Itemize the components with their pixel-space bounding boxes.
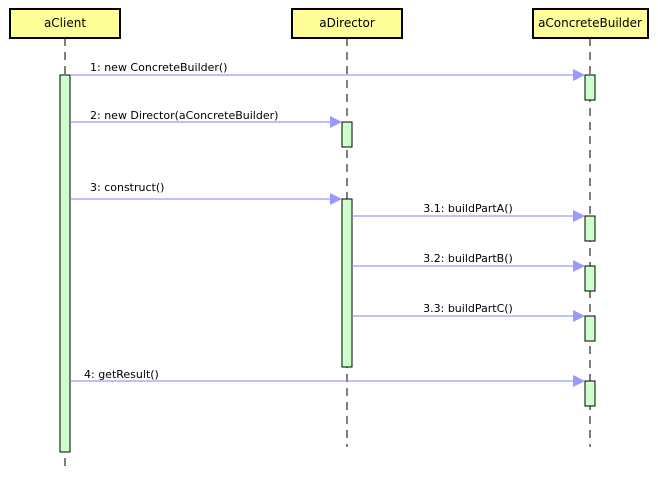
message-1: 1: new ConcreteBuilder() (70, 61, 585, 81)
message-3: 3: construct() (70, 181, 342, 205)
activation-builder-4 (584, 315, 596, 342)
arrowhead-4 (573, 375, 585, 387)
arrowhead-1 (573, 69, 585, 81)
arrowhead-3-1 (573, 210, 585, 222)
message-1-label: 1: new ConcreteBuilder() (90, 61, 227, 74)
arrowhead-3-3 (573, 310, 585, 322)
participant-client-label: aClient (44, 16, 86, 30)
arrowhead-3-2 (573, 260, 585, 272)
message-3-3-label: 3.3: buildPartC() (423, 302, 513, 315)
participant-director-label: aDirector (319, 16, 375, 30)
participant-client: aClient (9, 8, 121, 39)
message-2-label: 2: new Director(aConcreteBuilder) (90, 109, 278, 122)
arrowhead-2 (330, 116, 342, 128)
message-3-1: 3.1: buildPartA() (352, 202, 585, 222)
arrowhead-3 (330, 193, 342, 205)
message-2: 2: new Director(aConcreteBuilder) (70, 109, 342, 128)
message-4: 4: getResult() (70, 368, 585, 387)
message-3-3: 3.3: buildPartC() (352, 302, 585, 322)
activation-director-1 (341, 121, 353, 148)
activation-builder-2 (584, 215, 596, 242)
activation-client (59, 74, 71, 453)
message-3-2-label: 3.2: buildPartB() (423, 252, 513, 265)
activation-director-2 (341, 198, 353, 368)
message-4-label: 4: getResult() (84, 368, 159, 381)
participant-builder: aConcreteBuilder (532, 8, 649, 39)
message-3-2: 3.2: buildPartB() (352, 252, 585, 272)
activation-builder-3 (584, 265, 596, 292)
message-3-label: 3: construct() (90, 181, 164, 194)
participant-director: aDirector (291, 8, 403, 39)
participant-builder-label: aConcreteBuilder (538, 16, 642, 30)
activation-builder-1 (584, 74, 596, 101)
activation-builder-5 (584, 380, 596, 407)
message-3-1-label: 3.1: buildPartA() (423, 202, 513, 215)
